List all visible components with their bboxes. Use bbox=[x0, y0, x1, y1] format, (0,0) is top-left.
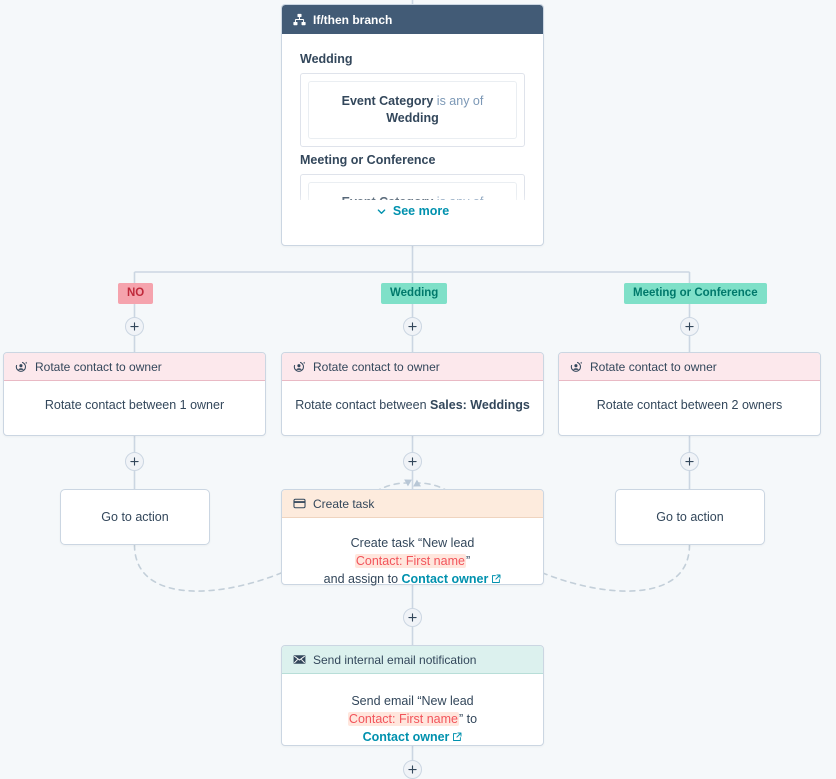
branch-card-title: If/then branch bbox=[313, 12, 393, 27]
task-card-body: Create task “New lead Contact: First nam… bbox=[282, 518, 543, 589]
task-window-icon bbox=[293, 497, 306, 510]
email-personalization-token: Contact: First name bbox=[347, 712, 459, 726]
rotate-card-header: Rotate contact to owner bbox=[282, 353, 543, 381]
plus-icon bbox=[408, 613, 417, 622]
rotate-card-body: Rotate contact between Sales: Weddings bbox=[282, 381, 543, 414]
rotate-card-title: Rotate contact to owner bbox=[35, 359, 162, 374]
create-task-card[interactable]: Create task Create task “New lead Contac… bbox=[281, 489, 544, 586]
rotate-card-header: Rotate contact to owner bbox=[559, 353, 820, 381]
condition-property: Event Category bbox=[341, 94, 434, 108]
branch-card-body: Wedding Event Category is any of Wedding… bbox=[282, 34, 543, 245]
branch-condition-row: Event Category is any of Wedding bbox=[308, 81, 517, 139]
see-more-button[interactable]: See more bbox=[282, 200, 543, 220]
rotate-card-body: Rotate contact between 2 owners bbox=[559, 381, 820, 414]
plus-icon bbox=[408, 457, 417, 466]
email-card-title: Send internal email notification bbox=[313, 652, 477, 667]
add-action-button[interactable] bbox=[125, 452, 144, 471]
rotate-contact-card-no[interactable]: Rotate contact to owner Rotate contact b… bbox=[3, 352, 266, 436]
chevron-down-icon bbox=[376, 206, 387, 217]
branch-hierarchy-icon bbox=[293, 13, 306, 26]
rotate-card-title: Rotate contact to owner bbox=[590, 359, 717, 374]
task-card-title: Create task bbox=[313, 496, 375, 511]
task-line1-suffix: ” bbox=[465, 554, 471, 568]
email-line1-prefix: Send email “New lead bbox=[351, 694, 474, 708]
add-action-button[interactable] bbox=[403, 452, 422, 471]
add-action-button[interactable] bbox=[403, 317, 422, 336]
add-action-button[interactable] bbox=[403, 608, 422, 627]
plus-icon bbox=[130, 457, 139, 466]
condition-operator: is any of bbox=[433, 94, 484, 108]
go-to-action-card-right[interactable]: Go to action bbox=[615, 489, 765, 545]
branch-badge-wedding[interactable]: Wedding bbox=[381, 283, 448, 304]
plus-icon bbox=[408, 322, 417, 331]
external-link-icon[interactable] bbox=[452, 729, 462, 747]
rotate-contact-icon bbox=[570, 360, 583, 373]
plus-icon bbox=[685, 457, 694, 466]
rotate-card-body: Rotate contact between 1 owner bbox=[4, 381, 265, 414]
rotate-body-value: 2 owners bbox=[731, 398, 783, 412]
rotate-contact-icon bbox=[15, 360, 28, 373]
task-line2-prefix: and assign to bbox=[323, 572, 402, 586]
task-line1-prefix: Create task “New lead bbox=[350, 536, 475, 550]
branch-group-label-meeting: Meeting or Conference bbox=[300, 153, 436, 167]
plus-icon bbox=[130, 322, 139, 331]
see-more-label: See more bbox=[392, 204, 450, 218]
task-contact-owner-link[interactable]: Contact owner bbox=[401, 572, 489, 586]
add-action-button[interactable] bbox=[125, 317, 144, 336]
plus-icon bbox=[685, 322, 694, 331]
rotate-contact-icon bbox=[293, 360, 306, 373]
email-card-body: Send email “New lead Contact: First name… bbox=[282, 674, 543, 747]
branch-badge-no[interactable]: NO bbox=[118, 283, 154, 304]
email-contact-owner-link[interactable]: Contact owner bbox=[362, 730, 450, 744]
task-personalization-token: Contact: First name bbox=[354, 554, 466, 568]
add-action-button[interactable] bbox=[680, 452, 699, 471]
rotate-body-prefix: Rotate contact between bbox=[44, 398, 180, 412]
add-action-button[interactable] bbox=[680, 317, 699, 336]
envelope-icon bbox=[293, 654, 306, 665]
rotate-card-header: Rotate contact to owner bbox=[4, 353, 265, 381]
branch-card-header: If/then branch bbox=[282, 5, 543, 34]
rotate-body-prefix: Rotate contact between bbox=[295, 398, 430, 412]
branch-badge-meeting-or-conference[interactable]: Meeting or Conference bbox=[624, 283, 767, 304]
email-line1-suffix: ” to bbox=[459, 712, 478, 726]
rotate-body-value: Sales: Weddings bbox=[430, 398, 530, 412]
rotate-body-prefix: Rotate contact between bbox=[596, 398, 732, 412]
task-card-header: Create task bbox=[282, 490, 543, 518]
rotate-body-value: 1 owner bbox=[179, 398, 225, 412]
send-internal-email-card[interactable]: Send internal email notification Send em… bbox=[281, 645, 544, 746]
external-link-icon[interactable] bbox=[491, 571, 501, 589]
rotate-card-title: Rotate contact to owner bbox=[313, 359, 440, 374]
branch-condition-group-wedding[interactable]: Event Category is any of Wedding bbox=[300, 73, 525, 147]
if-then-branch-card[interactable]: If/then branch Wedding Event Category is… bbox=[281, 4, 544, 246]
rotate-contact-card-meeting[interactable]: Rotate contact to owner Rotate contact b… bbox=[558, 352, 821, 436]
go-to-action-card-left[interactable]: Go to action bbox=[60, 489, 210, 545]
condition-value: Wedding bbox=[386, 111, 439, 125]
branch-group-label-wedding: Wedding bbox=[300, 52, 353, 66]
email-card-header: Send internal email notification bbox=[282, 646, 543, 674]
rotate-contact-card-wedding[interactable]: Rotate contact to owner Rotate contact b… bbox=[281, 352, 544, 436]
